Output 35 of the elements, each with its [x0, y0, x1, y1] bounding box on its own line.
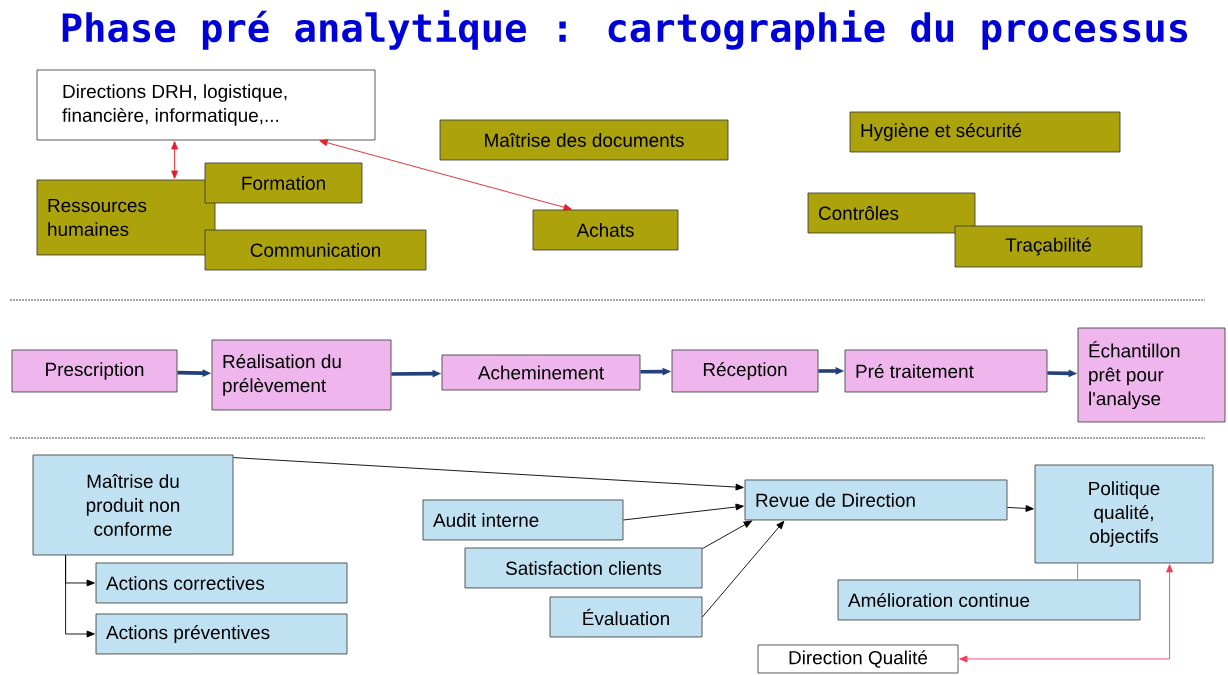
resource-box: Contrôles: [807, 192, 976, 234]
quality-box: Maîtrise du produit non conforme: [32, 454, 234, 556]
arrow: [65, 554, 95, 638]
arrow: [232, 457, 744, 491]
quality-box: Évaluation: [549, 596, 703, 638]
quality-box: Actions préventives: [95, 613, 348, 655]
resource-box: Achats: [532, 209, 679, 251]
quality-box: Amélioration continue: [837, 579, 1141, 621]
process-step-box: Acheminement: [441, 354, 641, 391]
quality-box: Satisfaction clients: [464, 547, 703, 589]
resource-box: Traçabilité: [954, 225, 1143, 268]
text-box: Direction Qualité: [757, 644, 959, 674]
process-step-box: Réception: [671, 349, 819, 393]
quality-box: Revue de Direction: [744, 479, 1008, 521]
quality-box: Audit interne: [422, 499, 624, 541]
resource-box: Communication: [204, 229, 427, 271]
process-step-box: Pré traitement: [844, 349, 1048, 393]
process-step-box: Échantillon prêt pour l'analyse: [1077, 327, 1226, 423]
process-step-box: Réalisation du prélèvement: [211, 339, 392, 411]
arrow: [701, 520, 752, 550]
quality-box: Actions correctives: [95, 562, 348, 604]
arrow: [171, 141, 178, 179]
arrow: [1006, 505, 1034, 512]
resource-box: Hygiène et sécurité: [849, 111, 1121, 153]
resource-box: Ressources humaines: [36, 179, 216, 256]
title: Phase pré analytique : cartographie du processus: [62, 10, 1188, 50]
resource-box: Formation: [204, 162, 363, 204]
resource-box: Maîtrise des documents: [439, 119, 729, 161]
arrow: [622, 503, 744, 521]
arrow: [959, 564, 1173, 663]
arrow: [701, 520, 785, 618]
arrow: [319, 139, 572, 211]
quality-box: Politique qualité, objectifs: [1034, 464, 1214, 564]
text-box: Directions DRH, logistique, financière, informatique,...: [36, 69, 376, 141]
process-step-box: Prescription: [11, 349, 178, 393]
